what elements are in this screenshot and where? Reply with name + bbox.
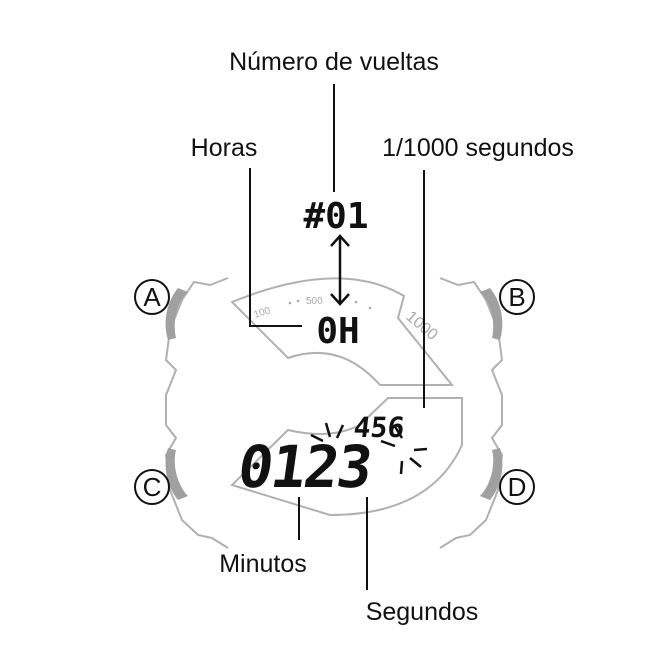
scale-500: 500 <box>306 296 323 307</box>
button-b-pusher[interactable] <box>480 288 503 340</box>
button-d-pusher[interactable] <box>480 448 503 500</box>
lcd-thousandths: 456 <box>352 411 406 444</box>
label-seconds: Segundos <box>366 598 479 626</box>
label-minutes: Minutos <box>219 550 307 578</box>
leader-lines <box>249 84 425 590</box>
button-a[interactable]: A <box>134 279 170 315</box>
button-c-label: C <box>143 472 162 502</box>
button-d[interactable]: D <box>499 469 535 505</box>
button-c-pusher[interactable] <box>165 448 188 500</box>
flash-marks-icon <box>310 422 428 475</box>
upper-display-window <box>230 277 455 386</box>
button-b-label: B <box>508 282 525 312</box>
lcd-lap-number: #01 <box>303 196 368 237</box>
scale-1000: 1000 <box>402 308 440 344</box>
button-b[interactable]: B <box>499 279 535 315</box>
watch-case <box>164 277 504 549</box>
button-c[interactable]: C <box>134 469 170 505</box>
lower-display-window <box>230 397 463 517</box>
scale-100: 100 <box>253 305 273 321</box>
lcd-hours: 0H <box>316 311 359 352</box>
button-a-label: A <box>143 282 161 312</box>
label-thousandths: 1/1000 segundos <box>382 134 574 162</box>
label-lap-number: Número de vueltas <box>229 48 439 76</box>
scale-dots <box>288 299 372 310</box>
lcd-main-time: 0123 <box>234 433 375 501</box>
label-hours: Horas <box>191 134 258 162</box>
button-d-label: D <box>508 472 527 502</box>
button-a-pusher[interactable] <box>165 288 188 340</box>
double-arrow-icon <box>330 234 350 306</box>
